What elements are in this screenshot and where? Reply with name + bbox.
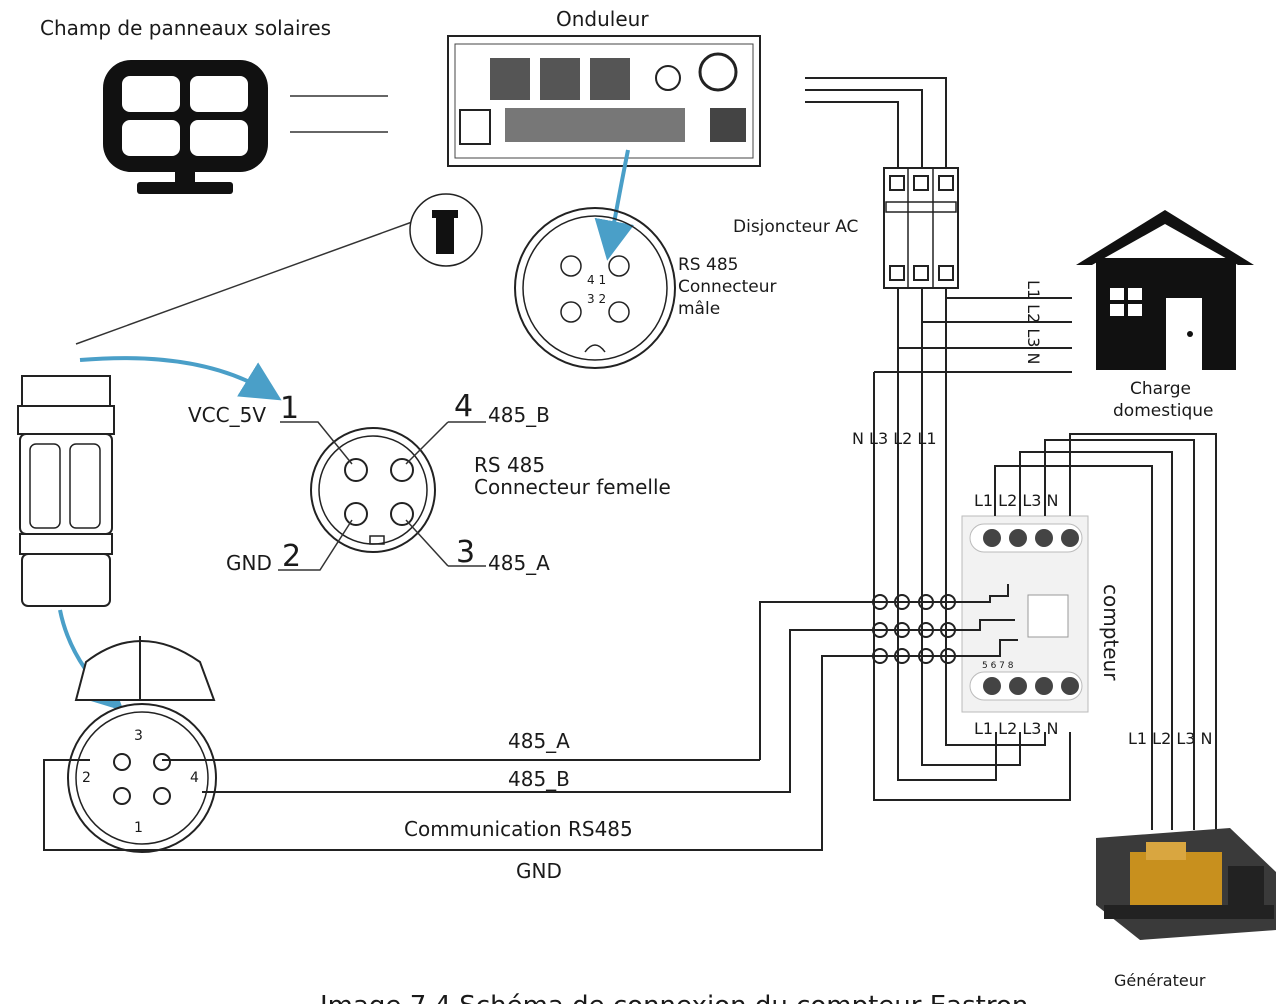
solar-field-label: Champ de panneaux solaires bbox=[40, 16, 331, 40]
male-connector-icon: 4 1 3 2 bbox=[514, 207, 676, 369]
female-connector-label-2: Connecteur femelle bbox=[474, 475, 671, 499]
ct-lines bbox=[759, 584, 1018, 848]
meter-terminals: 5 6 7 8 bbox=[982, 661, 1014, 671]
male-connector-label-2: Connecteur bbox=[678, 277, 777, 297]
comm-wires bbox=[43, 759, 823, 851]
male-connector-label-1: RS 485 bbox=[678, 255, 738, 275]
pin-485a-label: 485_A bbox=[488, 551, 550, 575]
generator-icon bbox=[1096, 828, 1276, 940]
rs485-plug-icon bbox=[17, 375, 115, 607]
breaker-output-lines bbox=[873, 288, 1072, 801]
inverter-icon bbox=[447, 35, 761, 167]
ac-breaker-label: Disjoncteur AC bbox=[733, 217, 858, 237]
wire-485b-label: 485_B bbox=[508, 767, 570, 791]
inverter-ac-lines bbox=[805, 77, 947, 168]
plug-end-icon: 3 2 4 1 bbox=[67, 636, 217, 853]
svg-text:1: 1 bbox=[134, 820, 143, 836]
svg-text:4 1: 4 1 bbox=[587, 273, 606, 287]
inverter-label: Onduleur bbox=[556, 7, 649, 31]
meter-icon bbox=[961, 515, 1089, 713]
breaker-phases-label: N L3 L2 L1 bbox=[852, 429, 937, 448]
house-icon bbox=[1076, 210, 1254, 370]
ac-breaker-icon bbox=[883, 167, 959, 289]
generator-lines bbox=[994, 433, 1217, 830]
home-load-label-2: domestique bbox=[1113, 401, 1213, 421]
detail-line bbox=[75, 221, 413, 345]
generator-phases-label: L1 L2 L3 N bbox=[1128, 729, 1213, 748]
wire-comm-label: Communication RS485 bbox=[404, 817, 633, 841]
pin-3-number: 3 bbox=[456, 535, 475, 570]
solar-panel-icon bbox=[103, 60, 268, 194]
pin-4-number: 4 bbox=[454, 389, 473, 424]
meter-label: compteur bbox=[1099, 584, 1123, 681]
arrow-to-male-connector bbox=[594, 149, 634, 261]
svg-text:4: 4 bbox=[190, 770, 199, 786]
gnd-pin-label: GND bbox=[226, 551, 272, 575]
wire-gnd-label: GND bbox=[516, 859, 562, 883]
connector-detail-icon bbox=[409, 193, 483, 267]
female-connector-label-1: RS 485 bbox=[474, 453, 545, 477]
female-pin-leaders bbox=[278, 421, 486, 571]
home-load-label-1: Charge bbox=[1130, 379, 1191, 399]
pin-2-number: 2 bbox=[282, 539, 301, 574]
vcc-label: VCC_5V bbox=[188, 403, 266, 427]
svg-text:3 2: 3 2 bbox=[587, 292, 606, 306]
generator-label: Générateur bbox=[1114, 971, 1206, 990]
svg-text:3: 3 bbox=[134, 728, 143, 744]
wire-485a-label: 485_A bbox=[508, 729, 570, 753]
meter-bottom-phases: L1 L2 L3 N bbox=[974, 719, 1059, 738]
house-phases-label: L1 L2 L3 N bbox=[1024, 280, 1043, 365]
svg-text:2: 2 bbox=[82, 770, 91, 786]
arrow-to-female-connector bbox=[79, 356, 282, 401]
figure-caption: Image 7.4 Schéma de connexion du compteu… bbox=[320, 991, 1028, 1004]
male-connector-label-3: mâle bbox=[678, 299, 720, 319]
female-connector-icon bbox=[310, 427, 436, 553]
pin-485b-label: 485_B bbox=[488, 403, 550, 427]
pin-1-number: 1 bbox=[280, 391, 299, 426]
